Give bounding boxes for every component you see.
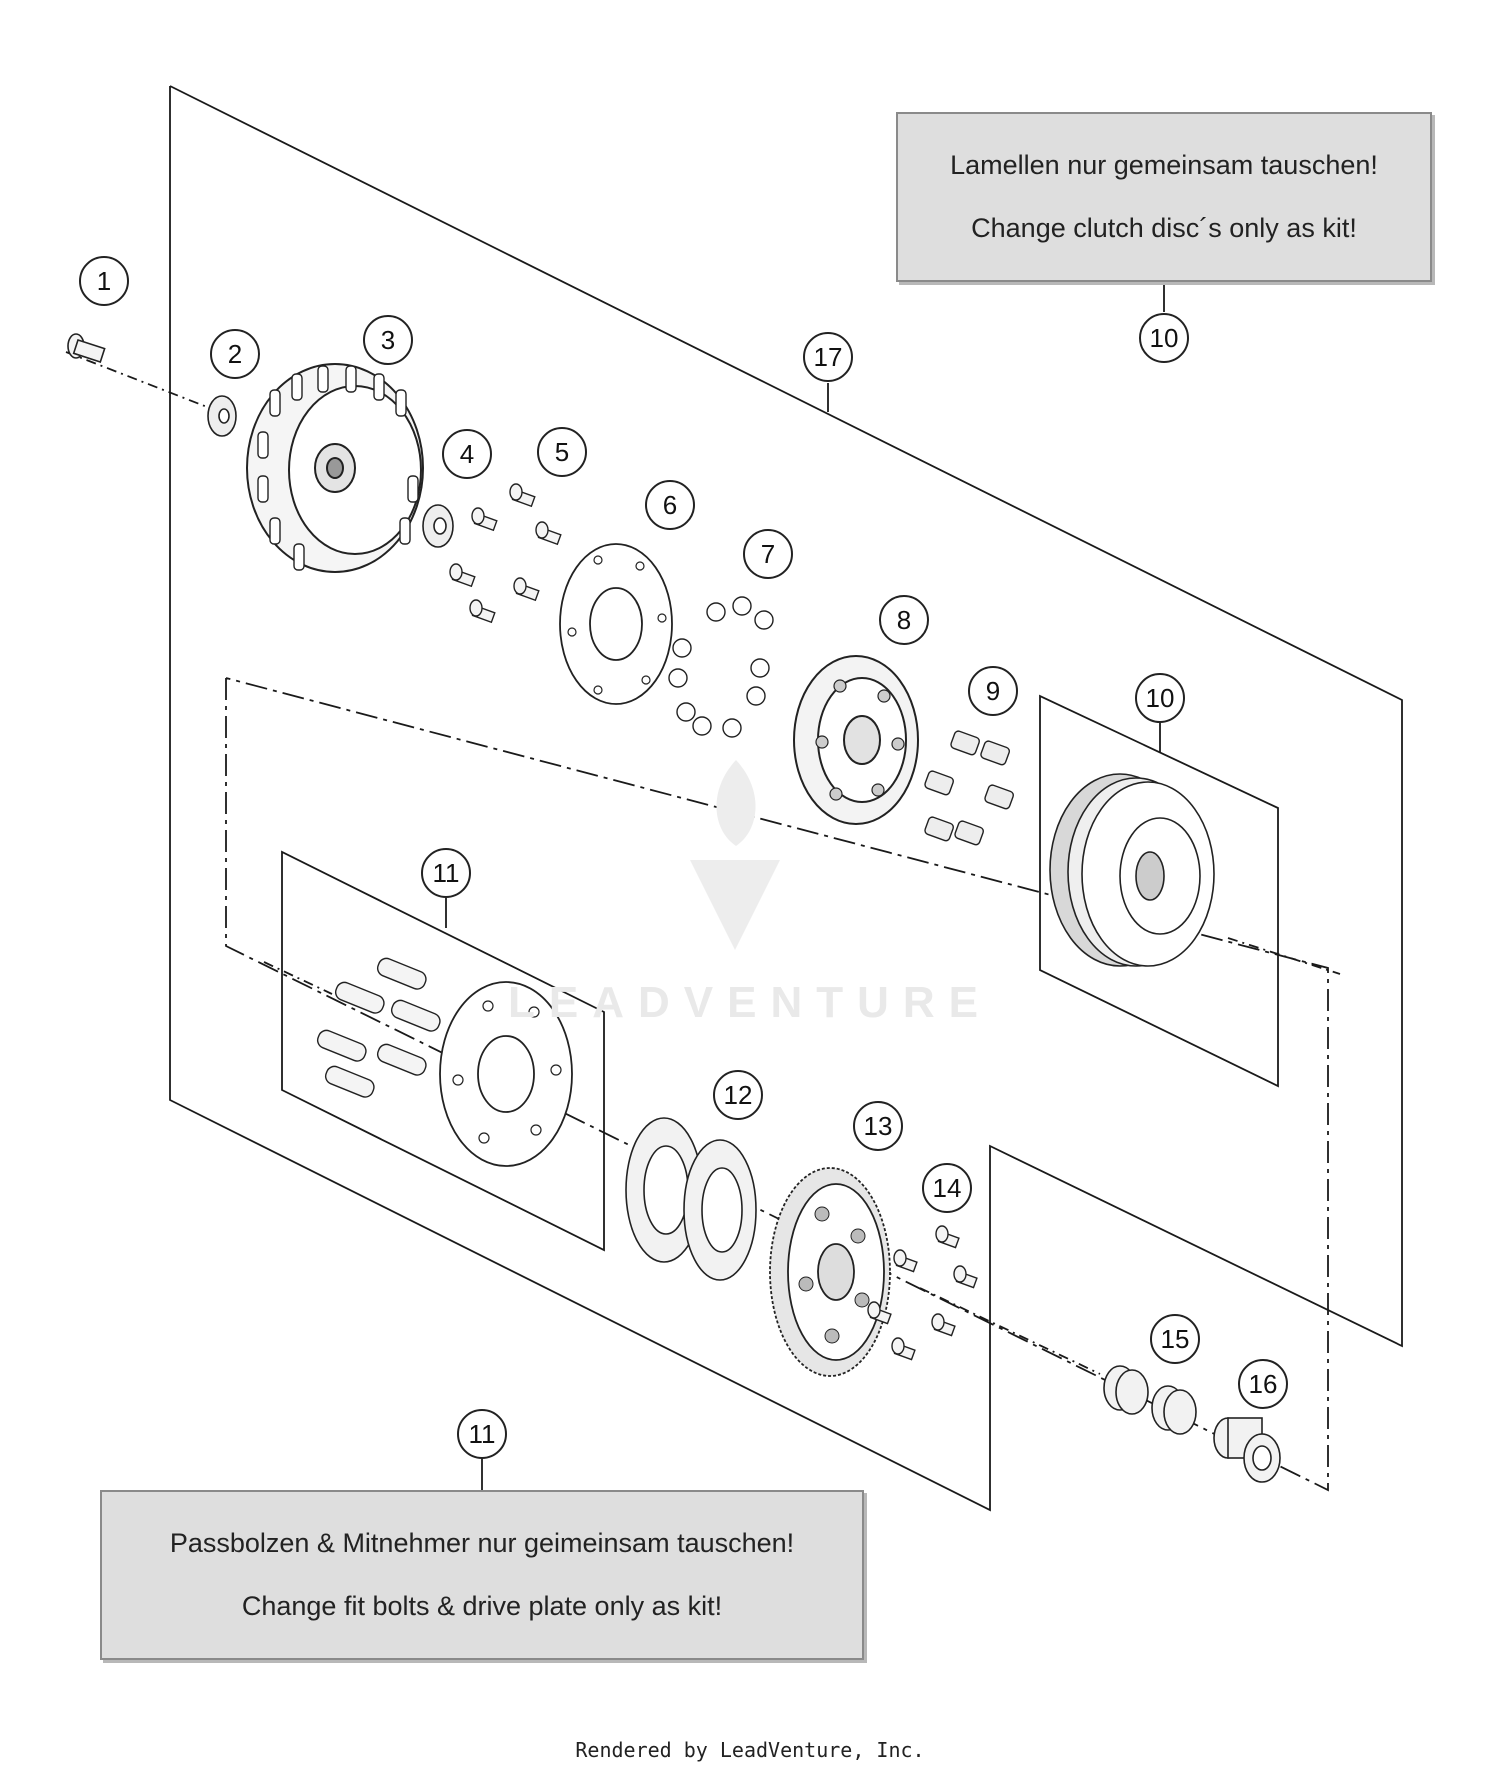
callout-2: 2 [210,329,260,379]
part-12-washers [625,1117,757,1281]
note-box-clutch-discs: Lamellen nur gemeinsam tauschen! Change … [896,112,1432,282]
callout-11-bottom: 11 [457,1409,507,1459]
callout-17: 17 [803,332,853,382]
note-bottom-line-2: Change fit bolts & drive plate only as k… [241,1591,723,1621]
part-1-bolt [67,333,106,363]
assembly-frame [169,85,1403,1512]
callout-8: 8 [879,595,929,645]
part-2-washer [207,395,237,437]
part-7-balls [668,596,774,738]
dashed-subframe [225,677,1329,1492]
callout-10: 10 [1135,673,1185,723]
note-box-fit-bolts: Passbolzen & Mitnehmer nur geimeinsam ta… [100,1490,864,1660]
callout-13: 13 [853,1101,903,1151]
part-15-bushings [1103,1365,1197,1435]
callout-15: 15 [1150,1314,1200,1364]
note-top-line-1: Lamellen nur gemeinsam tauschen! [950,150,1378,180]
part-10-disc-pack [1049,773,1215,967]
part-3-clutch-basket [246,363,424,573]
callout-4: 4 [442,429,492,479]
callout-7: 7 [743,529,793,579]
callout-11: 11 [421,848,471,898]
callout-5: 5 [537,427,587,477]
callout-16: 16 [1238,1359,1288,1409]
part-9-springs [924,730,1015,846]
callout-10-top: 10 [1139,313,1189,363]
part-5-screws [449,483,562,624]
part-11-fit-bolts [316,957,441,1098]
part-13-gear [769,1167,891,1377]
callout-9: 9 [968,666,1018,716]
callout-1: 1 [79,256,129,306]
watermark-text: LEADVENTURE [507,978,993,1027]
callout-3: 3 [363,315,413,365]
callout-12: 12 [713,1070,763,1120]
part-16-sleeve [1213,1417,1281,1483]
note-top-line-2: Change clutch disc´s only as kit! [971,213,1357,243]
note-bottom-line-1: Passbolzen & Mitnehmer nur geimeinsam ta… [169,1528,795,1558]
callout-6: 6 [645,480,695,530]
watermark-logo [690,760,780,950]
part-6-plate [559,543,673,705]
footer-credit: Rendered by LeadVenture, Inc. [575,1738,925,1762]
frame-10 [1039,694,1279,1088]
frame-11 [281,850,605,1252]
part-4-washer [422,504,454,548]
callout-14: 14 [922,1163,972,1213]
part-8-pressure-plate [793,655,919,825]
part-11-drive-plate [439,981,573,1167]
part-14-screws [867,1225,978,1361]
